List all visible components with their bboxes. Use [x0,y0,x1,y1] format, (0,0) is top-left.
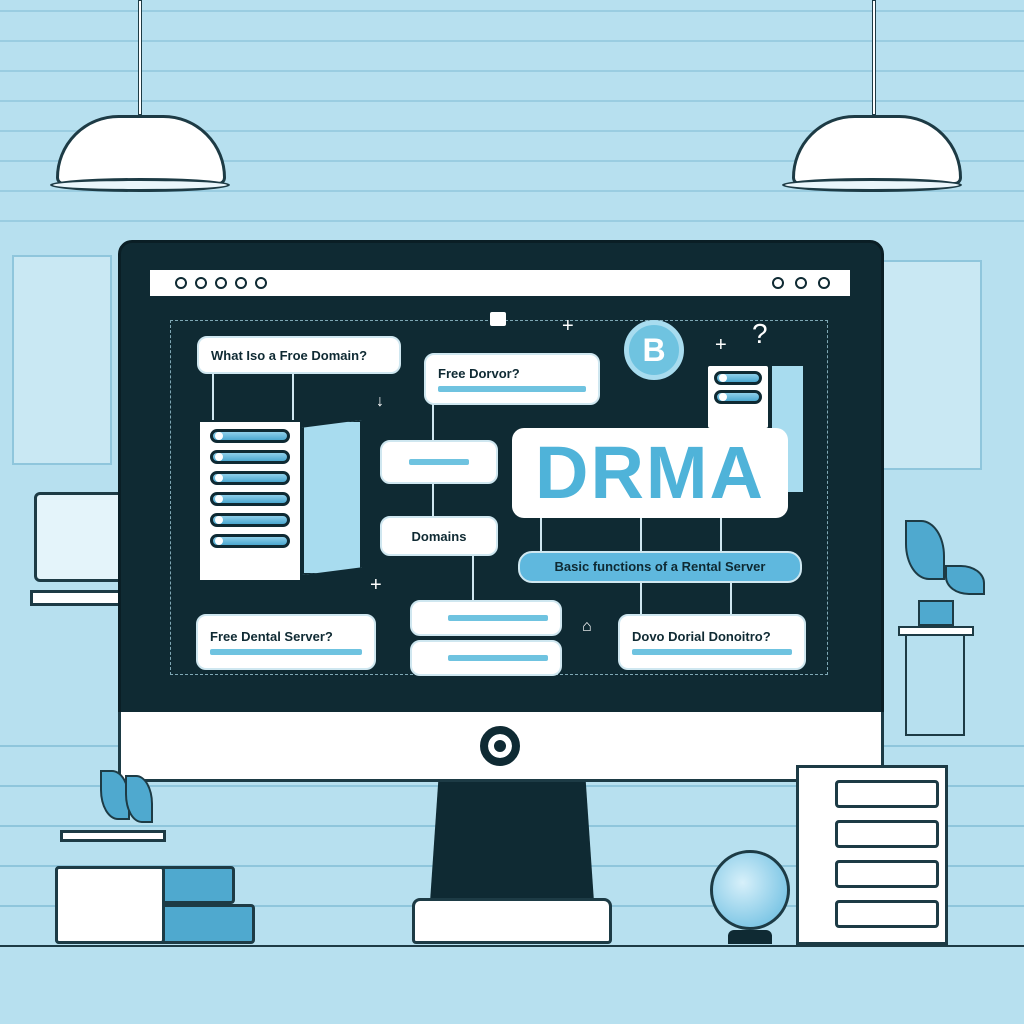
card-free-dental-server[interactable]: Free Dental Server? [196,614,376,670]
plus-icon: + [370,574,382,596]
card-bar [409,459,469,465]
chair-seat [30,590,130,606]
monitor-base [412,898,612,944]
monitor-stand [430,782,594,902]
power-button-icon[interactable] [480,726,520,766]
window-control[interactable] [818,277,830,289]
card-label: What Iso a Froe Domain? [211,347,368,363]
wall-board [12,255,112,465]
window-dot[interactable] [255,277,267,289]
plant-stand-legs [905,636,965,736]
window-dot[interactable] [235,277,247,289]
card-bar [438,386,586,392]
card-label: Domains [411,528,467,544]
connector [730,583,732,618]
connector [472,555,474,603]
filing-cabinet [796,765,948,945]
document-icon [490,312,506,326]
book-pages [55,866,165,944]
subtitle-pill[interactable]: Basic functions of a Rental Server [518,551,802,583]
card-bar [210,649,362,655]
card-label: Dovo Dorial Donoitro? [632,629,771,644]
drawer[interactable] [835,780,939,808]
ground [0,945,1024,1024]
window-control[interactable] [772,277,784,289]
card-blank[interactable] [380,440,498,484]
server-small-icon [706,364,770,430]
drawer[interactable] [835,860,939,888]
window-dot[interactable] [215,277,227,289]
card-domains[interactable]: Domains [380,516,498,556]
plant-pot [918,600,954,626]
lamp-cord-left [138,0,142,115]
window-control[interactable] [795,277,807,289]
card-dovo-dorial[interactable]: Dovo Dorial Donoitro? [618,614,806,670]
connector [640,515,642,555]
globe-icon [710,850,790,930]
lamp-rim-right [782,178,962,192]
badge-b-icon: B [624,320,684,380]
home-icon: ⌂ [582,618,592,635]
lamp-rim-left [50,178,230,192]
window-dot[interactable] [175,277,187,289]
wall-window [882,260,982,470]
drawer[interactable] [835,820,939,848]
window-dot[interactable] [195,277,207,289]
card-bar [632,649,792,655]
card-what-is-free-domain[interactable]: What Iso a Froe Domain? [197,336,401,374]
server-side [302,420,362,575]
logo-drma: DRMA [512,428,788,518]
globe-stand [728,930,772,944]
question-mark-icon: ? [752,318,768,349]
plant-leaf [945,565,985,595]
plant-leaf [905,520,945,580]
card-label: Free Dorvor? [438,366,520,381]
connector [720,515,722,555]
plus-icon: + [715,334,727,356]
plus-icon: + [562,315,574,337]
chair-back [34,492,124,582]
list-item[interactable] [410,640,562,676]
card-label: Free Dental Server? [210,629,333,644]
connector [640,583,642,618]
plant-pot [60,830,166,842]
plant-leaf [125,775,153,823]
list-item[interactable] [410,600,562,636]
connector [432,483,434,518]
card-free-dorvor[interactable]: Free Dorvor? [424,353,600,405]
connector [540,515,542,555]
drawer[interactable] [835,900,939,928]
server-rack-icon [198,420,302,582]
connector [432,404,434,444]
plant-stand [898,626,974,636]
connector [212,372,214,432]
lamp-cord-right [872,0,876,115]
list-bar [448,615,548,621]
arrow-down-icon: ↓ [376,393,384,410]
list-bar [448,655,548,661]
